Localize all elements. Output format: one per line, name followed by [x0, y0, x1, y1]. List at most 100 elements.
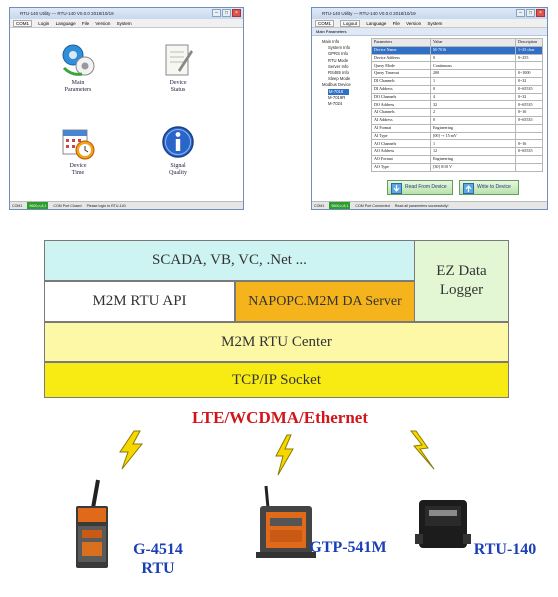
- panel-title: Main Parameters: [316, 29, 347, 34]
- maximize-button[interactable]: □: [222, 9, 231, 17]
- m2m-rtu-api-label: M2M RTU API: [92, 293, 187, 309]
- value-cell[interactable]: 0: [430, 115, 516, 125]
- value-cell[interactable]: 32: [430, 100, 516, 110]
- tree-item[interactable]: RTU Mode: [328, 57, 349, 63]
- tree-item-selected[interactable]: M-7016: [328, 88, 349, 95]
- rtu-140-label: RTU-140: [473, 541, 537, 558]
- write-to-device-label: Write to Device: [477, 184, 511, 190]
- value-cell[interactable]: 1: [430, 76, 516, 86]
- left-utility-window: RTU-140 Utility --- RTU-140 V0.0.0 2018/…: [9, 7, 244, 210]
- window-title: RTU-140 Utility --- RTU-140 V0.0.0 2018/…: [10, 8, 243, 19]
- value-cell[interactable]: Continuous: [430, 61, 516, 71]
- tree-item[interactable]: Sleep Mode: [328, 76, 351, 82]
- parameter-cell: DI Channels: [371, 76, 431, 86]
- tcpip-socket-label: TCP/IP Socket: [231, 371, 322, 388]
- parameter-cell: Device Address: [371, 53, 431, 63]
- value-cell[interactable]: [00] -+ 15 mV: [430, 131, 516, 141]
- tree-item[interactable]: Modbus Device: [322, 82, 351, 88]
- read-from-device-button[interactable]: Read From Device: [387, 180, 453, 195]
- value-cell[interactable]: 200: [430, 69, 516, 78]
- g4514-rtu-device-image: [76, 479, 108, 568]
- tree-item[interactable]: RS485 Info: [328, 70, 349, 76]
- value-cell[interactable]: 4: [430, 92, 516, 102]
- tree-item[interactable]: M-7024: [328, 101, 343, 107]
- tree-item[interactable]: System Info: [328, 45, 351, 51]
- main-parameters-button[interactable]: Main Parameters: [48, 42, 108, 104]
- value-cell[interactable]: 0: [430, 84, 516, 94]
- status-connection: COM Port Connected: [355, 204, 390, 208]
- menu-file[interactable]: File: [81, 21, 90, 26]
- minimize-button[interactable]: –: [516, 9, 525, 17]
- panel-header: Main Parameters: [312, 28, 547, 36]
- description-cell: 1~25 char: [515, 45, 543, 55]
- value-cell[interactable]: Engineering: [430, 154, 516, 164]
- value-cell[interactable]: Engineering: [430, 123, 516, 133]
- device-status-label: Device Status: [169, 80, 187, 93]
- menu-bar: COM1 Logout Language File Version System: [312, 19, 547, 28]
- m2m-rtu-center-layer: M2M RTU Center: [44, 322, 509, 362]
- close-button[interactable]: ×: [232, 9, 241, 17]
- m2m-rtu-center-label: M2M RTU Center: [221, 333, 332, 350]
- menu-system[interactable]: System: [427, 21, 443, 26]
- menu-version[interactable]: Version: [406, 21, 422, 26]
- menu-language[interactable]: Language: [55, 21, 76, 26]
- upload-icon: [463, 183, 474, 194]
- value-cell[interactable]: M-7016: [430, 45, 516, 55]
- maximize-button[interactable]: □: [526, 9, 535, 17]
- description-cell: [515, 162, 543, 172]
- value-cell[interactable]: [30] 0/10 V: [430, 162, 516, 172]
- menu-version[interactable]: Version: [95, 21, 111, 26]
- com-port-select[interactable]: COM1: [315, 20, 335, 27]
- parameter-cell: DO Address: [371, 100, 431, 110]
- value-cell[interactable]: 12: [430, 147, 516, 156]
- lightning-bolt-icon: [275, 434, 294, 476]
- info-icon: [162, 126, 194, 158]
- menu-login[interactable]: Login: [38, 21, 50, 26]
- write-to-device-button[interactable]: Write to Device: [459, 180, 519, 195]
- table-row[interactable]: AI Type[00] -+ 15 mV: [371, 131, 543, 141]
- signal-quality-button[interactable]: Signal Quality: [148, 125, 208, 187]
- menu-language[interactable]: Language: [366, 21, 387, 26]
- tree-item[interactable]: M-7019R: [328, 94, 346, 100]
- minimize-button[interactable]: –: [212, 9, 221, 17]
- value-cell[interactable]: 1: [430, 139, 516, 149]
- tree-item[interactable]: Main Info: [322, 39, 340, 44]
- description-cell: 0~32: [515, 76, 543, 86]
- menu-file[interactable]: File: [392, 21, 400, 26]
- menu-system[interactable]: System: [116, 21, 132, 26]
- status-com-port: COM1: [314, 204, 325, 208]
- lightning-bolt-icon: [119, 430, 144, 470]
- scada-label: SCADA, VB, VC, .Net ...: [152, 252, 307, 268]
- table-row[interactable]: AO Type[30] 0/10 V: [371, 162, 543, 172]
- value-cell[interactable]: 2: [430, 108, 516, 117]
- parameter-cell: AO Type: [371, 162, 431, 172]
- gtp-541m-label: GTP-541M: [309, 539, 387, 556]
- value-cell[interactable]: 0: [430, 53, 516, 63]
- close-button[interactable]: ×: [536, 9, 545, 17]
- menu-logout[interactable]: Logout: [340, 20, 361, 27]
- parameter-cell: Device Name: [371, 45, 431, 55]
- parameter-cell: AI Type: [371, 131, 431, 141]
- device-time-button[interactable]: Device Time: [48, 125, 108, 187]
- tree-item[interactable]: GPRS Info: [328, 51, 349, 57]
- tree-item[interactable]: Server Info: [328, 63, 349, 69]
- device-status-button[interactable]: Device Status: [148, 42, 208, 104]
- com-port-select[interactable]: COM1: [13, 20, 33, 27]
- description-cell: [515, 154, 543, 164]
- description-cell: [515, 131, 543, 141]
